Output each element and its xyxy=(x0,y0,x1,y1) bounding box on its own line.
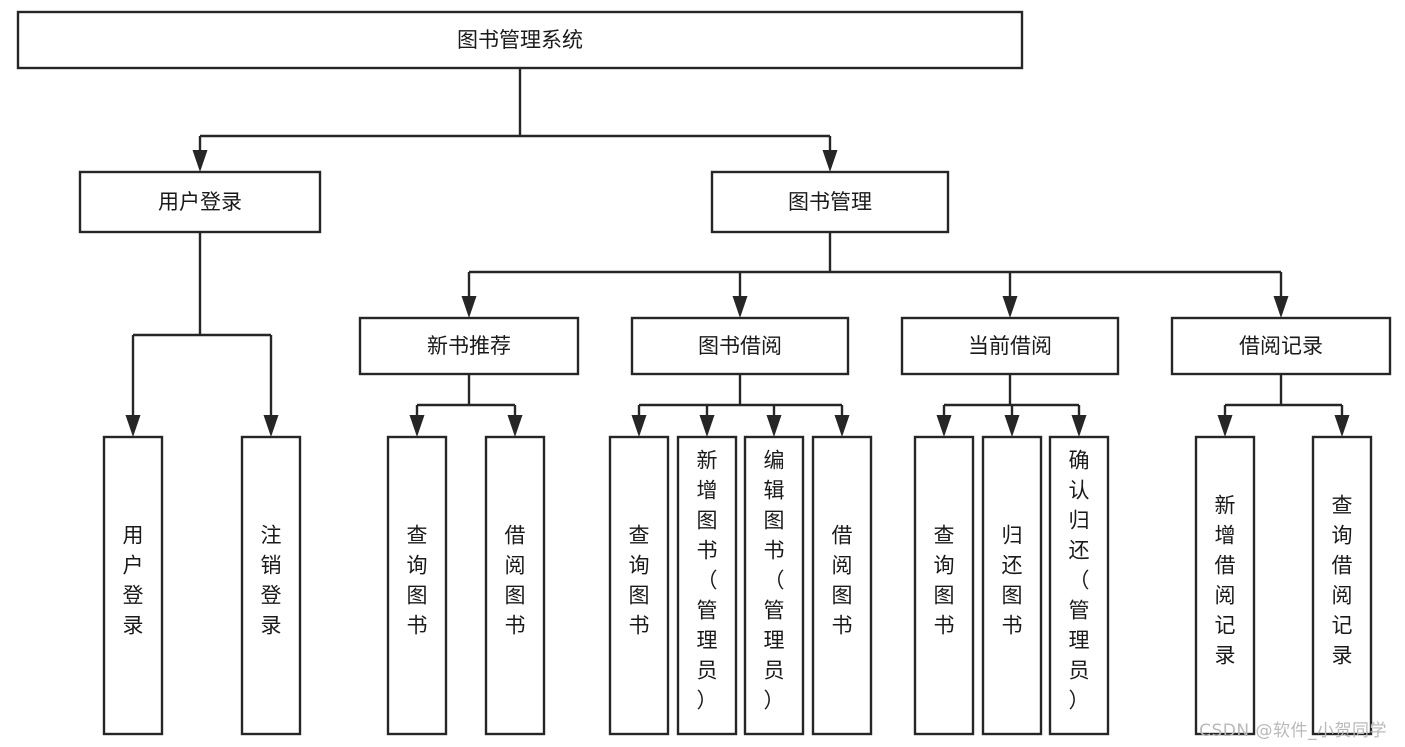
node-leaf-add-book-admin[interactable]: 新增图书（管理员） xyxy=(676,435,738,736)
node-box-book-management[interactable] xyxy=(710,170,950,234)
connector-arrowhead xyxy=(125,415,141,437)
node-label-root: 图书管理系统 xyxy=(457,28,583,52)
node-box-leaf-add-borrow-record[interactable] xyxy=(1194,435,1256,736)
node-box-leaf-confirm-return-admin[interactable] xyxy=(1048,435,1110,736)
connector-arrowhead xyxy=(766,415,782,437)
node-leaf-borrow-book[interactable]: 借阅图书 xyxy=(811,435,873,736)
node-leaf-user-logout[interactable]: 注销登录 xyxy=(240,435,302,736)
connector-arrowhead xyxy=(1217,415,1233,437)
node-box-root[interactable] xyxy=(16,10,1024,70)
nodes-layer: 图书管理系统用户登录图书管理新书推荐图书借阅当前借阅借阅记录用户登录注销登录查询… xyxy=(16,10,1392,736)
node-label-leaf-borrow-book: 借阅图书 xyxy=(832,524,853,638)
node-label-current-borrow: 当前借阅 xyxy=(968,334,1052,358)
node-box-leaf-user-logout[interactable] xyxy=(240,435,302,736)
node-label-leaf-return-book: 归还图书 xyxy=(1002,524,1023,638)
node-label-leaf-query-book-borrow: 查询图书 xyxy=(629,524,650,638)
connector-arrowhead xyxy=(1334,415,1350,437)
node-label-leaf-edit-book-admin: 编辑图书（管理员） xyxy=(764,449,785,713)
node-box-new-book-recommend[interactable] xyxy=(358,316,580,376)
connector-group-new-book-recommend-to-leaves xyxy=(409,374,523,437)
node-leaf-edit-book-admin[interactable]: 编辑图书（管理员） xyxy=(743,435,805,736)
node-box-leaf-query-book-recommend[interactable] xyxy=(386,435,448,736)
node-leaf-user-login[interactable]: 用户登录 xyxy=(102,435,164,736)
node-label-user-login: 用户登录 xyxy=(158,190,242,214)
connector-arrowhead xyxy=(822,150,838,172)
node-box-leaf-borrow-book-recommend[interactable] xyxy=(484,435,546,736)
node-box-leaf-add-book-admin[interactable] xyxy=(676,435,738,736)
node-label-leaf-confirm-return-admin: 确认归还（管理员） xyxy=(1069,449,1090,713)
node-box-leaf-query-book-borrow[interactable] xyxy=(608,435,670,736)
connectors-layer xyxy=(125,68,1350,437)
connector-arrowhead xyxy=(409,415,425,437)
connector-arrowhead xyxy=(732,296,748,318)
node-box-borrow-record[interactable] xyxy=(1170,316,1392,376)
node-label-leaf-query-book-recommend: 查询图书 xyxy=(407,524,428,638)
connector-arrowhead xyxy=(1273,296,1289,318)
node-box-leaf-user-login[interactable] xyxy=(102,435,164,736)
node-root[interactable]: 图书管理系统 xyxy=(16,10,1024,70)
node-leaf-return-book[interactable]: 归还图书 xyxy=(981,435,1043,736)
node-leaf-query-borrow-record[interactable]: 查询借阅记录 xyxy=(1311,435,1373,736)
node-new-book-recommend[interactable]: 新书推荐 xyxy=(358,316,580,376)
node-box-current-borrow[interactable] xyxy=(900,316,1120,376)
node-box-leaf-query-borrow-record[interactable] xyxy=(1311,435,1373,736)
node-label-leaf-borrow-book-recommend: 借阅图书 xyxy=(505,524,526,638)
node-label-leaf-user-logout: 注销登录 xyxy=(261,524,282,638)
node-leaf-query-book-borrow[interactable]: 查询图书 xyxy=(608,435,670,736)
connector-arrowhead xyxy=(507,415,523,437)
node-leaf-add-borrow-record[interactable]: 新增借阅记录 xyxy=(1194,435,1256,736)
connector-group-user-login-to-leaves xyxy=(125,232,279,437)
connector-arrowhead xyxy=(461,296,477,318)
connector-group-current-borrow-to-leaves xyxy=(936,374,1087,437)
connector-arrowhead xyxy=(631,415,647,437)
connector-group-book-management-to-level3 xyxy=(461,232,1289,318)
node-book-borrow[interactable]: 图书借阅 xyxy=(630,316,850,376)
node-box-leaf-return-book[interactable] xyxy=(981,435,1043,736)
node-user-login[interactable]: 用户登录 xyxy=(78,170,322,234)
node-box-leaf-query-book-current[interactable] xyxy=(913,435,975,736)
connector-arrowhead xyxy=(936,415,952,437)
node-box-user-login[interactable] xyxy=(78,170,322,234)
node-label-book-management: 图书管理 xyxy=(788,190,872,214)
connector-arrowhead xyxy=(834,415,850,437)
connector-arrowhead xyxy=(192,150,208,172)
node-leaf-query-book-recommend[interactable]: 查询图书 xyxy=(386,435,448,736)
connector-arrowhead xyxy=(699,415,715,437)
connector-group-root-to-level2 xyxy=(192,68,838,172)
node-borrow-record[interactable]: 借阅记录 xyxy=(1170,316,1392,376)
connector-arrowhead xyxy=(1071,415,1087,437)
node-leaf-borrow-book-recommend[interactable]: 借阅图书 xyxy=(484,435,546,736)
node-box-leaf-borrow-book[interactable] xyxy=(811,435,873,736)
connector-group-book-borrow-to-leaves xyxy=(631,374,850,437)
node-box-book-borrow[interactable] xyxy=(630,316,850,376)
node-label-leaf-add-book-admin: 新增图书（管理员） xyxy=(697,449,718,713)
node-label-new-book-recommend: 新书推荐 xyxy=(427,334,511,358)
node-label-book-borrow: 图书借阅 xyxy=(698,334,782,358)
connector-arrowhead xyxy=(263,415,279,437)
node-label-borrow-record: 借阅记录 xyxy=(1239,334,1323,358)
node-current-borrow[interactable]: 当前借阅 xyxy=(900,316,1120,376)
node-book-management[interactable]: 图书管理 xyxy=(710,170,950,234)
node-label-leaf-query-borrow-record: 查询借阅记录 xyxy=(1332,494,1353,668)
connector-group-borrow-record-to-leaves xyxy=(1217,374,1350,437)
connector-arrowhead xyxy=(1004,415,1020,437)
node-label-leaf-add-borrow-record: 新增借阅记录 xyxy=(1215,494,1236,668)
watermark-label: CSDN @软件_小贺同学 xyxy=(1199,721,1387,741)
node-box-leaf-edit-book-admin[interactable] xyxy=(743,435,805,736)
node-label-leaf-user-login: 用户登录 xyxy=(123,524,144,638)
connector-arrowhead xyxy=(1002,296,1018,318)
node-leaf-query-book-current[interactable]: 查询图书 xyxy=(913,435,975,736)
node-leaf-confirm-return-admin[interactable]: 确认归还（管理员） xyxy=(1048,435,1110,736)
node-label-leaf-query-book-current: 查询图书 xyxy=(934,524,955,638)
